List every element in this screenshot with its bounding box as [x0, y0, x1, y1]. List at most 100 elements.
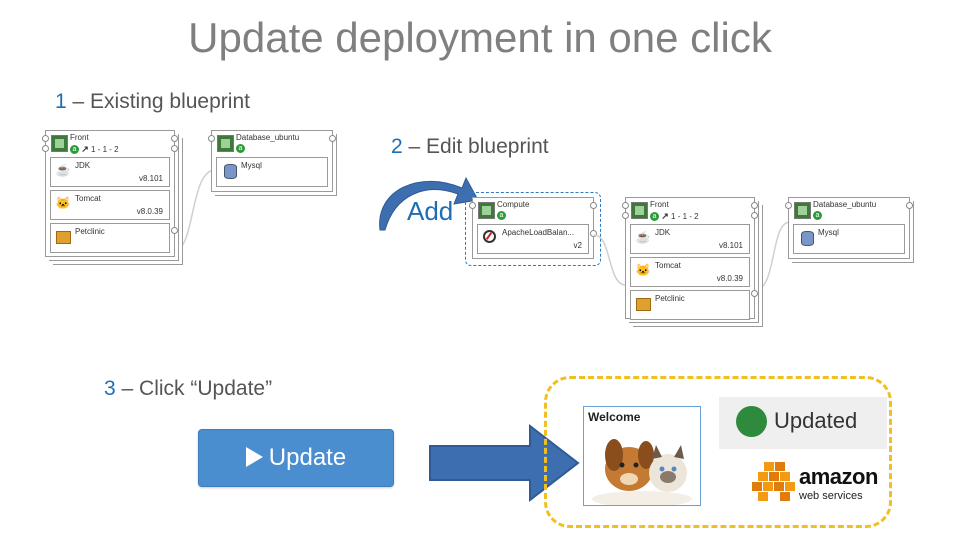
component-tomcat[interactable]: 🐱 Tomcat v8.0.39: [630, 257, 750, 287]
node-status: a: [813, 211, 822, 221]
status-dot-icon: [736, 406, 767, 437]
step-3-number: 3: [104, 377, 116, 400]
aws-cubes-icon: [752, 462, 795, 501]
component-name: Tomcat: [75, 194, 101, 203]
node-badge: a: [497, 211, 506, 221]
node-name: Front: [650, 200, 669, 209]
compute-node[interactable]: Compute a ApacheLoadBalan... v2: [469, 197, 597, 259]
component-mysql[interactable]: Mysql: [216, 157, 328, 187]
port-icon[interactable]: [751, 202, 758, 209]
database-icon: [798, 229, 814, 246]
node-scale: a ↗ 1 - 1 - 2: [650, 211, 699, 222]
node-scale: a ↗ 1 - 1 - 2: [70, 144, 119, 155]
component-name: Mysql: [241, 161, 262, 170]
welcome-page-preview: Welcome: [583, 406, 701, 506]
front-node-edited[interactable]: Front a ↗ 1 - 1 - 2 ☕ JDK v8.101 🐱 Tomca…: [622, 197, 758, 320]
component-mysql[interactable]: Mysql: [793, 224, 905, 254]
step-1-label: 1 – Existing blueprint: [55, 90, 250, 114]
component-name: JDK: [75, 161, 91, 170]
port-icon[interactable]: [171, 145, 178, 152]
component-tomcat[interactable]: 🐱 Tomcat v8.0.39: [50, 190, 170, 220]
compute-chip-icon: [217, 135, 234, 152]
database-node-edited[interactable]: Database_ubuntu a Mysql: [785, 197, 913, 259]
compute-chip-icon: [478, 202, 495, 219]
connector-line-3: [754, 221, 791, 291]
port-icon[interactable]: [622, 212, 629, 219]
step-3-text: – Click “Update”: [115, 377, 273, 400]
step-2-text: – Edit blueprint: [402, 135, 549, 158]
aws-subtext: web services: [799, 490, 863, 502]
node-status: a: [497, 211, 506, 221]
new-node-selection: [465, 192, 601, 266]
port-icon[interactable]: [42, 145, 49, 152]
component-name: Mysql: [818, 228, 839, 237]
scale-policy: 1 - 1 - 2: [91, 145, 119, 154]
pets-image: [592, 439, 692, 505]
arrow-right-icon: [429, 423, 580, 503]
component-version: v8.0.39: [716, 274, 743, 283]
java-icon: ☕: [635, 230, 651, 244]
component-petclinic[interactable]: Petclinic: [50, 223, 170, 253]
port-icon[interactable]: [329, 135, 336, 142]
port-icon[interactable]: [171, 135, 178, 142]
compute-chip-icon: [794, 202, 811, 219]
port-icon[interactable]: [208, 135, 215, 142]
port-icon[interactable]: [751, 290, 758, 297]
database-icon: [221, 162, 237, 179]
component-petclinic[interactable]: Petclinic: [630, 290, 750, 320]
node-badge: a: [650, 212, 659, 222]
component-name: Petclinic: [655, 294, 685, 303]
node-name: Front: [70, 133, 89, 142]
component-apache-load-balancer[interactable]: ApacheLoadBalan... v2: [477, 224, 589, 254]
slide-title: Update deployment in one click: [188, 14, 772, 61]
aws-logo: amazon web services: [750, 458, 878, 508]
port-icon[interactable]: [785, 202, 792, 209]
package-icon: [635, 295, 651, 311]
compute-chip-icon: [51, 135, 68, 152]
step-2-number: 2: [391, 135, 403, 158]
connector-line-2: [593, 234, 627, 286]
add-label: Add: [407, 196, 454, 226]
aws-wordmark: amazon: [799, 464, 878, 489]
component-version: v8.101: [138, 174, 163, 183]
deployment-status: Updated: [719, 397, 887, 449]
compute-chip-icon: [631, 202, 648, 219]
component-name: Petclinic: [75, 227, 105, 236]
step-1-text: – Existing blueprint: [66, 90, 250, 113]
front-node[interactable]: Front a ↗ 1 - 1 - 2 ☕ JDK v8.101 🐱 Tomca…: [42, 130, 178, 257]
status-label: Updated: [774, 408, 858, 433]
port-icon[interactable]: [622, 202, 629, 209]
component-name: JDK: [655, 228, 671, 237]
component-version: v8.101: [718, 241, 743, 250]
update-button[interactable]: Update: [198, 429, 394, 487]
port-icon[interactable]: [42, 135, 49, 142]
node-name: Database_ubuntu: [236, 133, 300, 142]
step-2-label: 2 – Edit blueprint: [391, 135, 549, 159]
update-button-label: Update: [268, 444, 347, 471]
node-badge: a: [70, 145, 79, 155]
port-icon[interactable]: [906, 202, 913, 209]
tomcat-icon: 🐱: [635, 263, 651, 277]
component-name: ApacheLoadBalan...: [502, 228, 575, 237]
node-name: Compute: [497, 200, 530, 209]
port-icon[interactable]: [590, 202, 597, 209]
connector-line-1: [174, 169, 216, 251]
compass-icon: [482, 229, 498, 245]
port-icon[interactable]: [590, 230, 597, 237]
scale-policy: 1 - 1 - 2: [671, 212, 699, 221]
component-name: Tomcat: [655, 261, 681, 270]
result-panel: [544, 376, 892, 528]
component-jdk[interactable]: ☕ JDK v8.101: [630, 224, 750, 254]
database-node[interactable]: Database_ubuntu a Mysql: [208, 130, 336, 192]
tomcat-icon: 🐱: [55, 196, 71, 210]
port-icon[interactable]: [751, 212, 758, 219]
component-version: v8.0.39: [136, 207, 163, 216]
package-icon: [55, 228, 71, 244]
port-icon[interactable]: [469, 202, 476, 209]
component-version: v2: [573, 241, 582, 250]
welcome-heading: Welcome: [588, 410, 641, 424]
node-status: a: [236, 144, 245, 154]
node-name: Database_ubuntu: [813, 200, 877, 209]
port-icon[interactable]: [171, 227, 178, 234]
component-jdk[interactable]: ☕ JDK v8.101: [50, 157, 170, 187]
